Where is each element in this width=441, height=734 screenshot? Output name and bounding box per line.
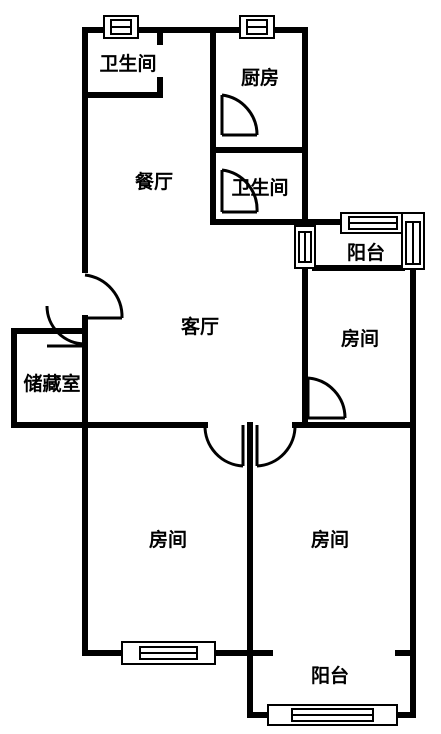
door-living-left [84,273,124,320]
label-dining-room: 餐厅 [135,170,173,193]
window-bedroom-bottom-left [121,641,216,665]
window-balcony-right-side [401,212,425,270]
label-bedroom-bottom-left: 房间 [149,528,187,551]
doors [45,93,347,468]
label-bathroom-top: 卫生间 [99,52,156,75]
label-balcony-right: 阳台 [347,241,385,264]
door-bathroom-middle [220,168,259,214]
door-bedroom-bottom-right [255,424,297,468]
door-bedroom-right [306,376,347,420]
window-kitchen [239,15,275,39]
door-kitchen [220,93,259,137]
window-bathroom-top [103,15,139,39]
label-bedroom-bottom-right: 房间 [311,528,349,551]
window-balcony-right-left [294,225,316,269]
door-storage [45,305,86,348]
label-kitchen: 厨房 [241,66,279,89]
windows [103,15,425,726]
label-bathroom-middle: 卫生间 [231,176,288,199]
window-balcony-right-top [340,212,406,234]
walls [11,27,416,718]
label-storage-room: 储藏室 [23,372,80,395]
label-bedroom-right: 房间 [341,327,379,350]
room-labels: 卫生间 厨房 餐厅 卫生间 阳台 客厅 储藏室 房间 房间 房间 阳台 [23,52,385,687]
door-bedroom-bottom-left [203,424,245,468]
label-balcony-bottom: 阳台 [311,664,349,687]
label-living-room: 客厅 [181,315,219,338]
window-balcony-bottom [267,704,398,726]
